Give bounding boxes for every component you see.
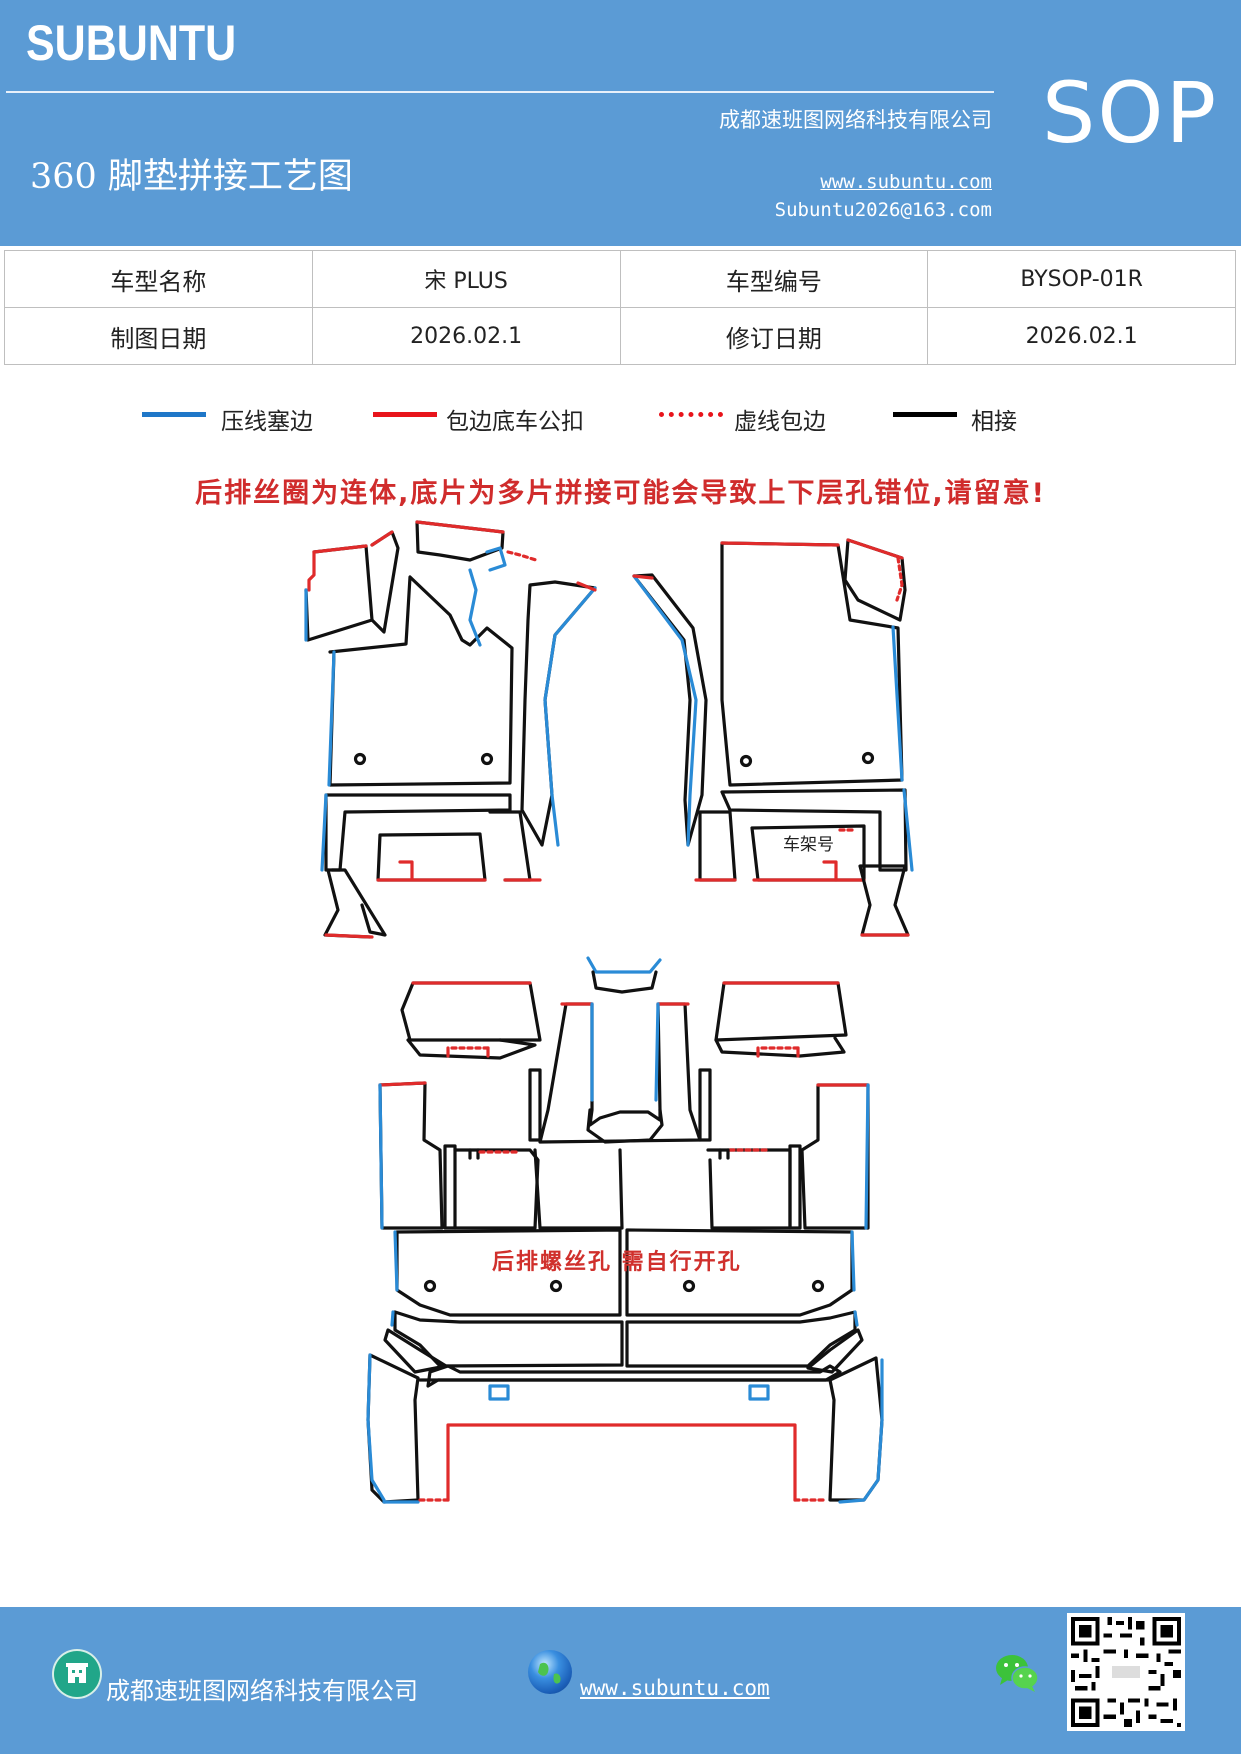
- legend-label: 包边底车公扣: [446, 409, 584, 435]
- draw-date-value: 2026.02.1: [311, 307, 621, 365]
- vin-label: 车架号: [783, 835, 834, 855]
- table-row: 制图日期 2026.02.1 修订日期 2026.02.1: [4, 307, 1236, 365]
- table-row: 车型名称 宋 PLUS 车型编号 BYSOP-01R: [4, 250, 1236, 308]
- center-tunnel-piece: [586, 956, 662, 994]
- header-website-link[interactable]: www.subuntu.com: [820, 171, 992, 193]
- legend-swatch-blue: [142, 412, 206, 417]
- model-code-label: 车型编号: [619, 250, 929, 308]
- legend-label: 压线塞边: [221, 409, 313, 435]
- rear-center-tunnel: [528, 1002, 712, 1144]
- floor-mat-diagram: [304, 520, 914, 1504]
- legend-swatch-red: [373, 412, 437, 417]
- model-name-label: 车型名称: [4, 250, 313, 308]
- doc-type-label: SOP: [1042, 64, 1219, 162]
- model-name-value: 宋 PLUS: [311, 250, 621, 308]
- header-banner: [0, 0, 1241, 246]
- front-left-mat: [304, 520, 597, 939]
- footer-website-link[interactable]: www.subuntu.com: [580, 1676, 770, 1700]
- rear-left-top-piece: [400, 981, 542, 1060]
- brand-logo-text: SUBUNTU: [26, 15, 237, 71]
- rear-screw-note: 后排螺丝孔 需自行开孔: [492, 1250, 742, 1275]
- draw-date-label: 制图日期: [4, 307, 313, 365]
- legend-label: 虚线包边: [734, 409, 826, 435]
- legend-swatch-red-dotted: [659, 412, 723, 417]
- rear-left-mat: [366, 1081, 842, 1504]
- building-icon: [54, 1651, 100, 1697]
- rear-bottom-center: [418, 1378, 830, 1502]
- header-email: Subuntu2026@163.com: [774, 199, 992, 221]
- front-right-mat: [632, 538, 914, 937]
- model-code-value: BYSOP-01R: [927, 250, 1236, 308]
- warning-text: 后排丝圈为连体,底片为多片拼接可能会导致上下层孔错位,请留意!: [195, 478, 1046, 509]
- rear-right-mat: [625, 1083, 884, 1504]
- legend-label: 相接: [971, 409, 1017, 435]
- header-divider: [6, 91, 994, 93]
- page-title: 360 脚垫拼接工艺图: [30, 157, 353, 197]
- header-company: 成都速班图网络科技有限公司: [719, 108, 992, 132]
- revise-date-value: 2026.02.1: [927, 307, 1236, 365]
- vehicle-info-table: 车型名称 宋 PLUS 车型编号 BYSOP-01R 制图日期 2026.02.…: [4, 250, 1236, 365]
- revise-date-label: 修订日期: [619, 307, 929, 365]
- legend-swatch-black: [893, 412, 957, 417]
- wechat-icon[interactable]: [994, 1652, 1042, 1694]
- rear-right-top-piece: [714, 981, 848, 1058]
- qr-code: [1067, 1613, 1185, 1731]
- footer-company: 成都速班图网络科技有限公司: [106, 1677, 418, 1705]
- globe-icon: [528, 1650, 572, 1694]
